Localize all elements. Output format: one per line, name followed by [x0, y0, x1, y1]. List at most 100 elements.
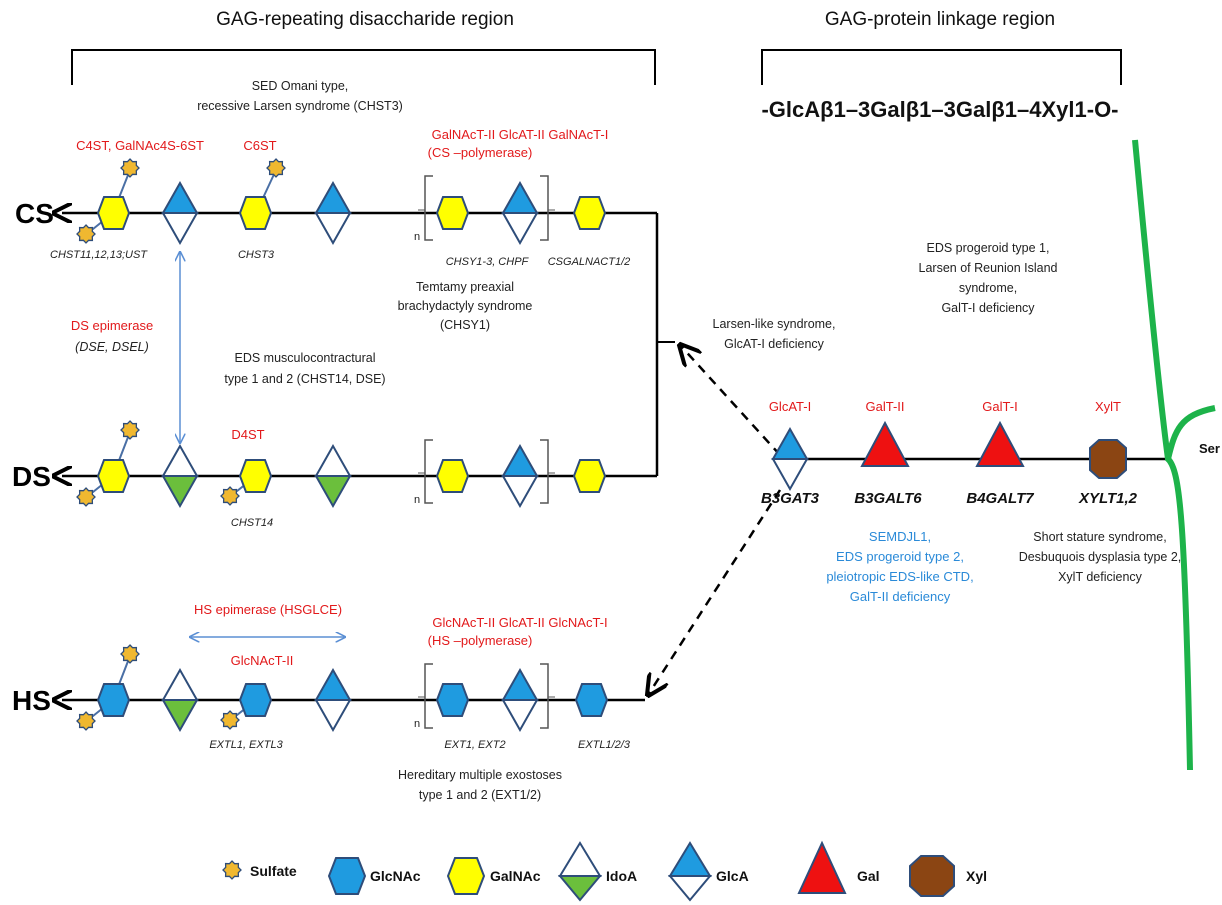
glca-icon	[501, 180, 539, 246]
hs-epimerase: HS epimerase (HSGLCE)	[194, 602, 342, 617]
larsen-like-line2: GlcAT-I deficiency	[724, 337, 825, 351]
cs-enzyme-c4st: C4ST, GalNAc4S-6ST	[76, 138, 204, 153]
sulfate-icon	[220, 486, 240, 506]
ds-label: DS	[12, 461, 51, 492]
legend-xyl-icon	[909, 855, 955, 897]
temtamy-line2: brachydactyly syndrome	[398, 299, 533, 313]
hs-disease-line2: type 1 and 2 (EXT1/2)	[419, 788, 541, 802]
glcnac-icon	[238, 683, 273, 717]
linkage-gene-b3galt6: B3GALT6	[854, 490, 922, 507]
hs-polymerase-line2: (HS –polymerase)	[428, 633, 533, 648]
legend-glcnac: GlcNAc	[370, 868, 421, 884]
idoa-icon	[161, 667, 199, 733]
galnac-icon	[238, 459, 273, 493]
cs-label: CS	[15, 198, 54, 229]
ds-gene-chst14: CHST14	[231, 517, 273, 529]
glca-icon	[501, 667, 539, 733]
cs-gene-chsy: CHSY1-3, CHPF	[446, 256, 530, 268]
galnac-icon	[96, 196, 131, 230]
legend-idoa-icon	[557, 841, 603, 902]
gal-icon	[975, 420, 1025, 467]
linkage-region-header: GAG-protein linkage region	[825, 9, 1055, 30]
larsen-like-line1: Larsen-like syndrome,	[713, 317, 836, 331]
sulfate-icon	[76, 224, 96, 244]
cs-gene-chst3: CHST3	[238, 249, 275, 261]
repeating-region-bracket	[71, 49, 656, 85]
linkage-enzyme-xylt: XylT	[1095, 399, 1121, 414]
temtamy-line3: (CHSY1)	[440, 318, 490, 332]
cs-ds-connector	[655, 213, 675, 476]
linkage-gene-b4galt7: B4GALT7	[966, 490, 1034, 507]
temtamy-line1: Temtamy preaxial	[416, 280, 514, 294]
idoa-icon	[314, 443, 352, 509]
legend: Sulfate GlcNAc GalNAc IdoA GlcA Gal Xyl	[222, 840, 987, 902]
cs-repeat-n: n	[414, 231, 420, 243]
glcnac-icon	[435, 683, 470, 717]
cs-disease-line2: recessive Larsen syndrome (CHST3)	[197, 99, 403, 113]
legend-galnac: GalNAc	[490, 868, 541, 884]
idoa-icon	[161, 443, 199, 509]
ser-label: Ser	[1199, 441, 1220, 456]
galnac-icon	[572, 459, 607, 493]
ds-epimerase-line2: (DSE, DSEL)	[75, 340, 149, 354]
semdjl-line4: GalT-II deficiency	[850, 589, 951, 604]
sulfate-icon	[76, 711, 96, 731]
ds-row-symbols	[76, 420, 607, 509]
glca-icon	[501, 443, 539, 509]
legend-xyl: Xyl	[966, 868, 987, 884]
ds-eds-line2: type 1 and 2 (CHST14, DSE)	[224, 372, 385, 386]
linkage-enzyme-galt1: GalT-I	[982, 399, 1017, 414]
sulfate-icon	[220, 710, 240, 730]
legend-glca-icon	[667, 841, 713, 902]
legend-glcnac-icon	[327, 857, 367, 895]
sulfate-icon	[120, 158, 140, 178]
galnac-icon	[572, 196, 607, 230]
legend-sulfate: Sulfate	[250, 863, 297, 879]
cs-polymerase-line1: GalNAcT-II GlcAT-II GalNAcT-I	[432, 127, 609, 142]
linkage-enzyme-glcat1: GlcAT-I	[769, 399, 811, 414]
galnac-icon	[435, 459, 470, 493]
hs-enzyme-glcnact2: GlcNAcT-II	[231, 653, 294, 668]
sulfate-icon	[120, 420, 140, 440]
hs-polymerase-line1: GlcNAcT-II GlcAT-II GlcNAcT-I	[432, 615, 607, 630]
legend-gal-icon	[797, 840, 847, 894]
short-stature-line3: XylT deficiency	[1058, 570, 1143, 584]
hs-label: HS	[12, 685, 51, 716]
glcnac-icon	[96, 683, 131, 717]
glca-icon	[161, 180, 199, 246]
semdjl-line3: pleiotropic EDS-like CTD,	[826, 569, 973, 584]
sulfate-icon	[120, 644, 140, 664]
ds-epimerase-line1: DS epimerase	[71, 318, 153, 333]
serine-protein-core	[1132, 139, 1216, 771]
legend-sulfate-icon	[222, 860, 242, 880]
linkage-enzyme-galt2: GalT-II	[865, 399, 904, 414]
ds-repeat-n: n	[414, 494, 420, 506]
sulfate-icon	[76, 487, 96, 507]
hs-gene-extl123: EXTL1/2/3	[578, 739, 631, 751]
hs-gene-ext12: EXT1, EXT2	[444, 739, 505, 751]
dashed-arrow-to-hs	[648, 489, 782, 695]
hs-disease-line1: Hereditary multiple exostoses	[398, 768, 562, 782]
xyl-icon	[1089, 439, 1127, 479]
linkage-sequence: -GlcAβ1–3Galβ1–3Galβ1–4Xyl1-O-	[761, 97, 1118, 122]
dashed-arrow-to-cs-ds	[680, 345, 781, 456]
legend-glca: GlcA	[716, 868, 749, 884]
glca-icon	[314, 667, 352, 733]
glca-icon	[314, 180, 352, 246]
linkage-region-bracket	[761, 49, 1122, 85]
glcnac-icon	[574, 683, 609, 717]
hs-gene-extl13: EXTL1, EXTL3	[209, 739, 283, 751]
hs-repeat-n: n	[414, 718, 420, 730]
short-stature-line1: Short stature syndrome,	[1033, 530, 1166, 544]
eds-progeroid1-line1: EDS progeroid type 1,	[927, 241, 1050, 255]
legend-idoa: IdoA	[606, 868, 637, 884]
semdjl-line1: SEMDJL1,	[869, 529, 931, 544]
galnac-icon	[435, 196, 470, 230]
cs-enzyme-c6st: C6ST	[243, 138, 276, 153]
legend-galnac-icon	[446, 857, 486, 895]
cs-gene-csgal: CSGALNACT1/2	[548, 256, 631, 268]
ds-eds-line1: EDS musculocontractural	[234, 351, 375, 365]
cs-row-symbols	[76, 158, 607, 246]
cs-polymerase-line2: (CS –polymerase)	[428, 145, 533, 160]
